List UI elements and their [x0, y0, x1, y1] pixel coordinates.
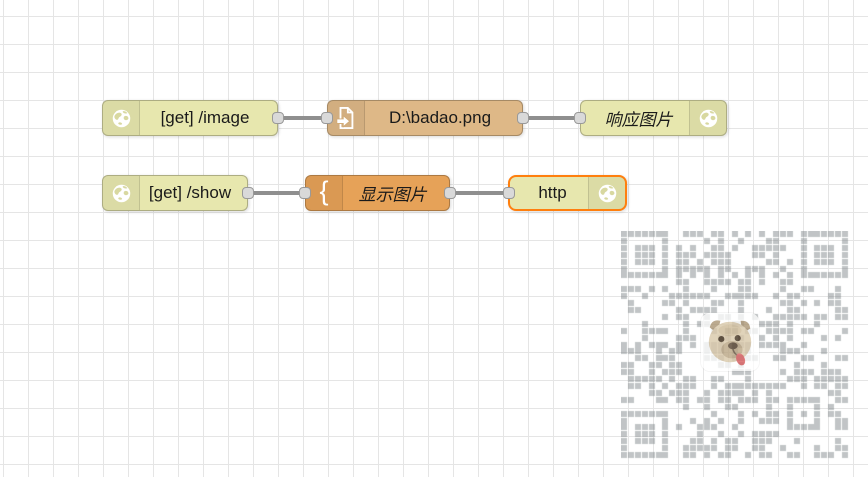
node-label: 响应图片: [604, 110, 673, 130]
output-port[interactable]: [444, 187, 456, 199]
node-label: [get] /show: [148, 183, 232, 202]
output-port[interactable]: [517, 112, 529, 124]
wire[interactable]: [450, 191, 508, 195]
globe-icon: [689, 101, 726, 135]
file-in-icon: [328, 101, 365, 135]
output-port[interactable]: [242, 187, 254, 199]
wire[interactable]: [248, 191, 305, 195]
input-port[interactable]: [299, 187, 311, 199]
globe-icon: [588, 177, 625, 209]
node-http-response-image[interactable]: 响应图片: [574, 100, 727, 136]
wire[interactable]: [523, 116, 580, 120]
curly-brace-icon: {: [306, 176, 343, 210]
node-file-in[interactable]: D:\badao.png: [321, 100, 529, 136]
node-label: D:\badao.png: [388, 108, 492, 127]
node-http-in-image[interactable]: [get] /image: [102, 100, 284, 136]
globe-icon: [103, 101, 140, 135]
node-http-in-show[interactable]: [get] /show: [102, 175, 254, 211]
globe-icon: [103, 176, 140, 210]
node-label: [get] /image: [160, 108, 250, 127]
input-port[interactable]: [574, 112, 586, 124]
node-label: http: [538, 183, 567, 202]
node-http-response-show[interactable]: http: [503, 175, 627, 211]
input-port[interactable]: [321, 112, 333, 124]
node-template-show[interactable]: { 显示图片: [299, 175, 456, 211]
wire[interactable]: [278, 116, 327, 120]
qr-watermark: [621, 231, 849, 459]
node-label: 显示图片: [358, 185, 427, 205]
input-port[interactable]: [503, 187, 515, 199]
pug-dog-image: [701, 313, 759, 371]
output-port[interactable]: [272, 112, 284, 124]
